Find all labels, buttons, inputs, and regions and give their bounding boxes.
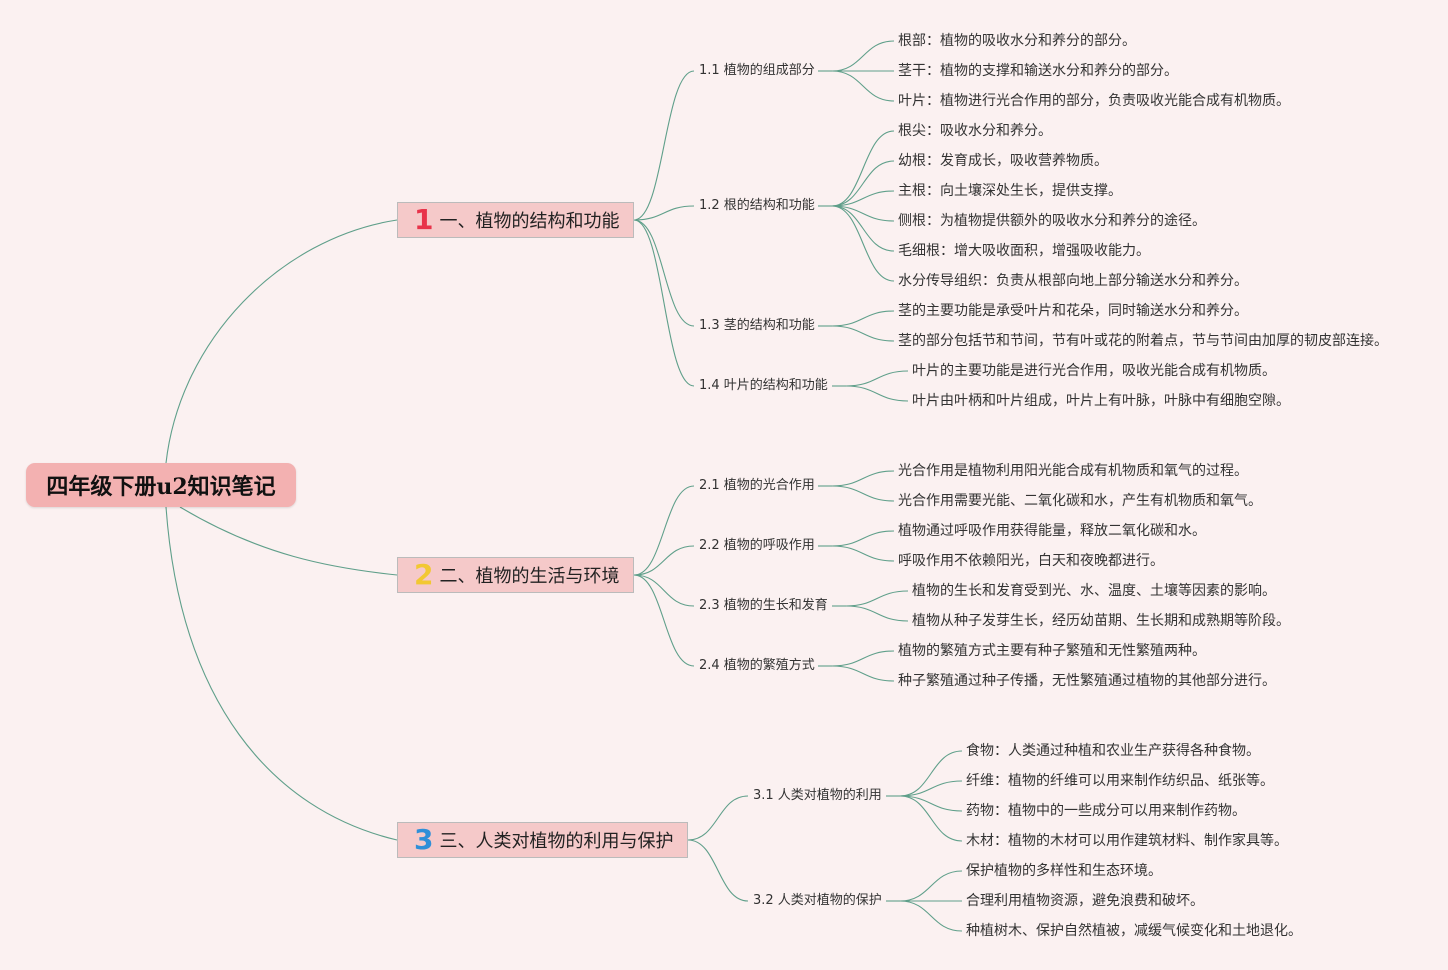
leaf-3-1-4[interactable]: 木材：植物的木材可以用作建筑材料、制作家具等。	[966, 833, 1288, 849]
leaf-2-3-2[interactable]: 植物从种子发芽生长，经历幼苗期、生长期和成熟期等阶段。	[912, 613, 1290, 629]
link-leaf-3-2-1	[899, 870, 963, 902]
section-2-title: 二、植物的生活与环境	[439, 566, 620, 587]
link-root-section-3	[165, 506, 398, 841]
leaf-1-2-6[interactable]: 水分传导组织：负责从根部向地上部分输送水分和养分。	[898, 273, 1248, 289]
leaf-1-2-4[interactable]: 侧根：为植物提供额外的吸收水分和养分的途径。	[898, 213, 1206, 229]
leaf-1-2-2[interactable]: 幼根：发育成长，吸收营养物质。	[898, 153, 1108, 169]
leaf-3-1-3[interactable]: 药物：植物中的一些成分可以用来制作药物。	[966, 803, 1246, 819]
link-leaf-1-4-1	[845, 370, 909, 387]
link-leaf-2-1-1	[831, 470, 895, 487]
leaf-1-2-1[interactable]: 根尖：吸收水分和养分。	[898, 123, 1052, 139]
link-root-section-2	[179, 506, 398, 576]
link-section-1-sub-3	[633, 219, 695, 327]
leaf-1-4-2[interactable]: 叶片由叶柄和叶片组成，叶片上有叶脉，叶脉中有细胞空隙。	[912, 393, 1290, 409]
leaf-2-2-1[interactable]: 植物通过呼吸作用获得能量，释放二氧化碳和水。	[898, 523, 1206, 539]
link-section-1-sub-1	[633, 70, 695, 221]
link-leaf-3-1-2	[899, 780, 963, 797]
root-title: 四年级下册u2知识笔记	[46, 474, 276, 500]
section-1-topic[interactable]: 1 一、植物的结构和功能	[397, 202, 634, 238]
link-section-1-sub-4	[633, 219, 695, 387]
leaf-3-1-1[interactable]: 食物：人类通过种植和农业生产获得各种食物。	[966, 743, 1260, 759]
link-leaf-1-3-1	[831, 310, 895, 327]
section-1-number-icon: 1	[414, 203, 434, 236]
leaf-1-1-3[interactable]: 叶片：植物进行光合作用的部分，负责吸收光能合成有机物质。	[898, 93, 1290, 109]
link-leaf-1-2-6	[831, 205, 895, 282]
link-section-2-sub-2	[633, 545, 695, 576]
link-section-3-sub-2	[687, 839, 749, 902]
link-leaf-2-4-2	[831, 665, 895, 682]
link-leaf-3-1-3	[899, 795, 963, 812]
section-2-topic[interactable]: 2 二、植物的生活与环境	[397, 557, 634, 593]
link-leaf-1-2-1	[831, 130, 895, 207]
link-leaf-1-2-4	[831, 205, 895, 222]
subtopic-1-2[interactable]: 1.2 根的结构和功能	[699, 198, 815, 213]
link-leaf-2-3-2	[845, 605, 909, 622]
subtopic-1-4[interactable]: 1.4 叶片的结构和功能	[699, 378, 828, 393]
leaf-2-1-1[interactable]: 光合作用是植物利用阳光能合成有机物质和氧气的过程。	[898, 463, 1248, 479]
link-leaf-2-1-2	[831, 485, 895, 502]
leaf-1-1-1[interactable]: 根部：植物的吸收水分和养分的部分。	[898, 33, 1136, 49]
subtopic-3-1[interactable]: 3.1 人类对植物的利用	[753, 788, 882, 803]
link-section-2-sub-3	[633, 574, 695, 607]
leaf-3-1-2[interactable]: 纤维：植物的纤维可以用来制作纺织品、纸张等。	[966, 773, 1274, 789]
leaf-2-2-2[interactable]: 呼吸作用不依赖阳光，白天和夜晚都进行。	[898, 553, 1164, 569]
link-leaf-1-2-3	[831, 190, 895, 207]
link-leaf-1-3-2	[831, 325, 895, 342]
section-2-number-icon: 2	[414, 558, 434, 591]
section-3-title: 三、人类对植物的利用与保护	[439, 831, 674, 852]
link-leaf-3-2-3	[899, 900, 963, 932]
section-3-topic[interactable]: 3 三、人类对植物的利用与保护	[397, 822, 688, 858]
subtopic-2-2[interactable]: 2.2 植物的呼吸作用	[699, 538, 815, 553]
link-leaf-1-4-2	[845, 385, 909, 402]
link-section-2-sub-1	[633, 485, 695, 576]
subtopic-2-4[interactable]: 2.4 植物的繁殖方式	[699, 658, 815, 673]
leaf-3-2-3[interactable]: 种植树木、保护自然植被，减缓气候变化和土地退化。	[966, 923, 1302, 939]
subtopic-2-1[interactable]: 2.1 植物的光合作用	[699, 478, 815, 493]
leaf-1-4-1[interactable]: 叶片的主要功能是进行光合作用，吸收光能合成有机物质。	[912, 363, 1276, 379]
link-leaf-1-1-1	[831, 40, 895, 72]
leaf-1-1-2[interactable]: 茎干：植物的支撑和输送水分和养分的部分。	[898, 63, 1178, 79]
section-3-number-icon: 3	[414, 823, 434, 856]
leaf-1-3-1[interactable]: 茎的主要功能是承受叶片和花朵，同时输送水分和养分。	[898, 303, 1248, 319]
subtopic-1-1[interactable]: 1.1 植物的组成部分	[699, 63, 815, 78]
leaf-1-3-2[interactable]: 茎的部分包括节和节间，节有叶或花的附着点，节与节间由加厚的韧皮部连接。	[898, 333, 1388, 349]
leaf-2-3-1[interactable]: 植物的生长和发育受到光、水、温度、土壤等因素的影响。	[912, 583, 1276, 599]
link-leaf-2-2-2	[831, 545, 895, 562]
link-leaf-2-4-1	[831, 650, 895, 667]
subtopic-2-3[interactable]: 2.3 植物的生长和发育	[699, 598, 828, 613]
link-leaf-3-1-4	[899, 795, 963, 842]
leaf-1-2-5[interactable]: 毛细根：增大吸收面积，增强吸收能力。	[898, 243, 1150, 259]
subtopic-1-3[interactable]: 1.3 茎的结构和功能	[699, 318, 815, 333]
link-leaf-2-3-1	[845, 590, 909, 607]
leaf-2-4-1[interactable]: 植物的繁殖方式主要有种子繁殖和无性繁殖两种。	[898, 643, 1206, 659]
link-leaf-1-2-2	[831, 160, 895, 207]
leaf-2-1-2[interactable]: 光合作用需要光能、二氧化碳和水，产生有机物质和氧气。	[898, 493, 1262, 509]
leaf-2-4-2[interactable]: 种子繁殖通过种子传播，无性繁殖通过植物的其他部分进行。	[898, 673, 1276, 689]
link-leaf-1-1-3	[831, 70, 895, 102]
subtopic-3-2[interactable]: 3.2 人类对植物的保护	[753, 893, 882, 908]
leaf-3-2-2[interactable]: 合理利用植物资源，避免浪费和破坏。	[966, 893, 1204, 909]
link-root-section-1	[165, 219, 398, 464]
link-leaf-3-1-1	[899, 750, 963, 797]
link-section-1-sub-2	[633, 205, 695, 221]
section-1-title: 一、植物的结构和功能	[439, 211, 620, 232]
leaf-1-2-3[interactable]: 主根：向土壤深处生长，提供支撑。	[898, 183, 1122, 199]
leaf-3-2-1[interactable]: 保护植物的多样性和生态环境。	[966, 863, 1162, 879]
link-leaf-2-2-1	[831, 530, 895, 547]
root-topic[interactable]: 四年级下册u2知识笔记	[26, 463, 296, 507]
link-leaf-1-2-5	[831, 205, 895, 252]
link-section-2-sub-4	[633, 574, 695, 667]
link-section-3-sub-1	[687, 795, 749, 841]
